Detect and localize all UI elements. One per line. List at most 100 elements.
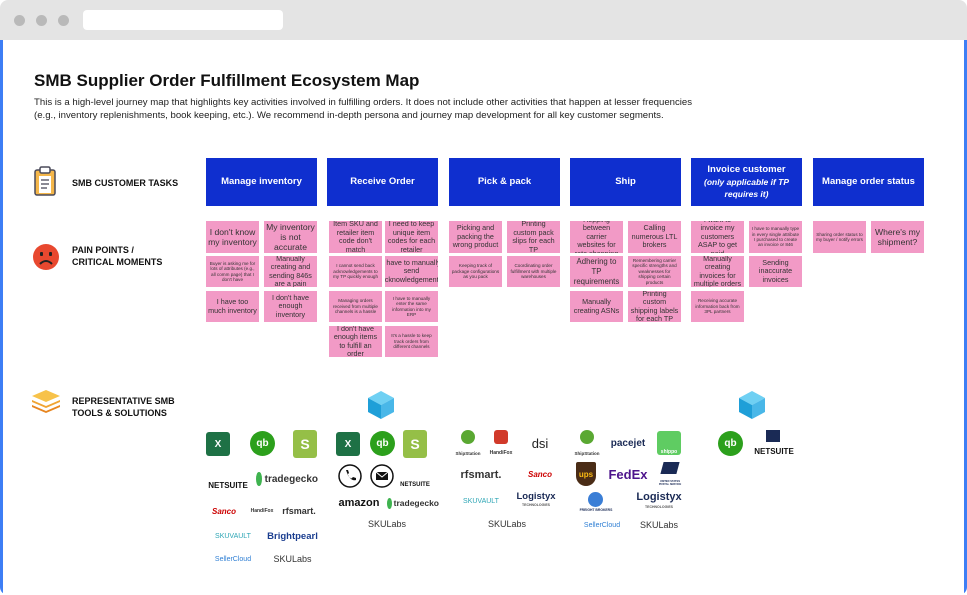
brightpearl-logo: Brightpearl (267, 530, 318, 542)
sticky-note: Receiving accurate information back from… (691, 291, 744, 322)
task-receive-order[interactable]: Receive Order (327, 158, 438, 206)
task-label: Manage order status (822, 176, 915, 187)
sticky-note: Remembering carrier specific strengths a… (628, 256, 681, 287)
clipboard-icon (34, 166, 56, 196)
usps-logo: UNITED STATES POSTAL SERVICE (656, 462, 684, 486)
sellercloud-logo: SellerCloud (583, 521, 621, 529)
task-manage-order-status[interactable]: Manage order status (813, 158, 924, 206)
shipstation-gear-icon (461, 430, 475, 444)
skuvault-logo: SKUVAULT (215, 532, 251, 540)
fedex-logo: FedEx (608, 466, 648, 482)
skulabs-logo: SKULabs (487, 519, 527, 529)
minimize-dot[interactable] (36, 15, 47, 26)
quickbooks-logo: qb (718, 431, 743, 456)
sticky-note: Sending inaccurate invoices (749, 256, 802, 287)
task-ship[interactable]: Ship (570, 158, 681, 206)
sticky-note: Sharing order status to my buyer / notif… (813, 221, 866, 253)
tradegecko-label: tradegecko (393, 498, 439, 508)
excel-logo: X (336, 432, 360, 456)
task-label: Pick & pack (477, 176, 532, 187)
shopify-logo: S (403, 430, 427, 458)
handifox-logo: HandiFox (250, 508, 274, 514)
ups-logo: ups (576, 462, 596, 486)
task-label: Manage inventory (221, 176, 302, 187)
sticky-note: Where's my shipment? (871, 221, 924, 253)
logistyx-sub: TECHNOLOGIES (644, 505, 673, 509)
shipstation-label: ShipStation (574, 451, 600, 456)
tradegecko-icon (256, 472, 262, 486)
rfsmart-logo: rfsmart. (282, 506, 316, 516)
page-title: SMB Supplier Order Fulfillment Ecosystem… (34, 71, 420, 90)
pacejet-logo: pacejet (610, 437, 646, 449)
logistyx-logo: Logistyx TECHNOLOGIES (513, 492, 559, 510)
shippo-logo: shippo (657, 431, 681, 455)
sanco-logo: Sanco (527, 469, 552, 479)
email-icon (370, 464, 394, 488)
maximize-dot[interactable] (58, 15, 69, 26)
handifox-logo: HandiFox (486, 430, 516, 456)
sticky-note: I have to manually type in every single … (749, 221, 802, 253)
sticky-note: Hopping between carrier websites for rat… (570, 221, 623, 253)
netsuite-logo: NETSUITE (208, 481, 248, 490)
task-manage-inventory[interactable]: Manage inventory (206, 158, 317, 206)
tradegecko-logo: tradegecko (387, 495, 439, 511)
skuvault-logo: SKUVAULT (463, 497, 499, 505)
sanco-logo: Sanco (211, 506, 236, 516)
tradegecko-logo: tradegecko (256, 470, 318, 488)
sticky-note: Manually creating and sending 846s are a… (264, 256, 317, 287)
sticky-note: Manually creating invoices for multiple … (691, 256, 744, 287)
netsuite-label: NETSUITE (754, 447, 794, 456)
sticky-note: Picking and packing the wrong product (449, 221, 502, 253)
sticky-note: Calling numerous LTL brokers (628, 221, 681, 253)
sticky-note: I don't have enough inventory (264, 291, 317, 322)
task-invoice-customer[interactable]: Invoice customer (only applicable if TP … (691, 158, 802, 206)
sticky-note: I need to keep unique item codes for eac… (385, 221, 438, 253)
row-label-pain-line1: PAIN POINTS / (72, 245, 134, 255)
sticky-note: I have to manually send acknowledgements (385, 256, 438, 287)
task-label: Receive Order (350, 176, 415, 187)
shipstation-gear-icon (580, 430, 594, 444)
page-description: This is a high-level journey map that hi… (34, 97, 693, 121)
tradegecko-label: tradegecko (264, 473, 318, 485)
task-sublabel: (only applicable if TP requires it) (703, 177, 789, 199)
logistyx-logo: Logistyx TECHNOLOGIES (632, 492, 686, 512)
netsuite-mark-icon (766, 430, 780, 442)
address-bar[interactable] (83, 10, 283, 30)
close-dot[interactable] (14, 15, 25, 26)
usps-label: UNITED STATES POSTAL SERVICE (658, 480, 682, 486)
task-label: Invoice customer (707, 164, 786, 175)
layers-icon (32, 390, 60, 413)
rfsmart-logo: rfsmart. (460, 469, 502, 481)
sticky-note: Adhering to TP requirements (570, 256, 623, 287)
skulabs-logo: SKULabs (639, 520, 679, 530)
phone-icon (338, 464, 362, 488)
logistyx-label: Logistyx (516, 491, 556, 502)
sticky-note: My inventory is not accurate (264, 221, 317, 253)
sticky-note: Item SKU and retailer item code don't ma… (329, 221, 382, 253)
excel-logo: X (206, 432, 230, 456)
globe-icon (588, 492, 603, 507)
fox-icon (494, 430, 508, 444)
quickbooks-logo: qb (250, 431, 275, 456)
logistyx-sub: TECHNOLOGIES (521, 503, 550, 507)
shipstation-logo: ShipStation (455, 430, 481, 456)
eagle-icon (660, 462, 680, 474)
cube-icon (739, 391, 765, 419)
sticky-note: Printing custom pack slips for each TP (507, 221, 560, 253)
netsuite-logo: NETSUITE (400, 482, 430, 488)
task-label: Ship (615, 176, 636, 187)
task-pick-pack[interactable]: Pick & pack (449, 158, 560, 206)
sticky-note: I want to invoice my customers ASAP to g… (691, 221, 744, 253)
row-label-tools: REPRESENTATIVE SMB TOOLS & SOLUTIONS (72, 395, 175, 419)
left-frame-edge (0, 40, 3, 595)
sticky-note: Buyer is asking me for lots of attribute… (206, 256, 259, 287)
sticky-note: Keeping track of package configurations … (449, 256, 502, 287)
tradegecko-icon (387, 497, 392, 509)
freight-brokers-logo: FREIGHT BROKERS (576, 492, 616, 512)
freight-brokers-label: FREIGHT BROKERS (579, 508, 613, 512)
row-label-tasks: SMB CUSTOMER TASKS (72, 178, 179, 188)
cube-icon (368, 391, 394, 419)
sticky-note: Manually creating ASNs (570, 291, 623, 322)
skulabs-logo: SKULabs (367, 519, 407, 529)
sticky-note: Coordinating order fulfillment with mult… (507, 256, 560, 287)
